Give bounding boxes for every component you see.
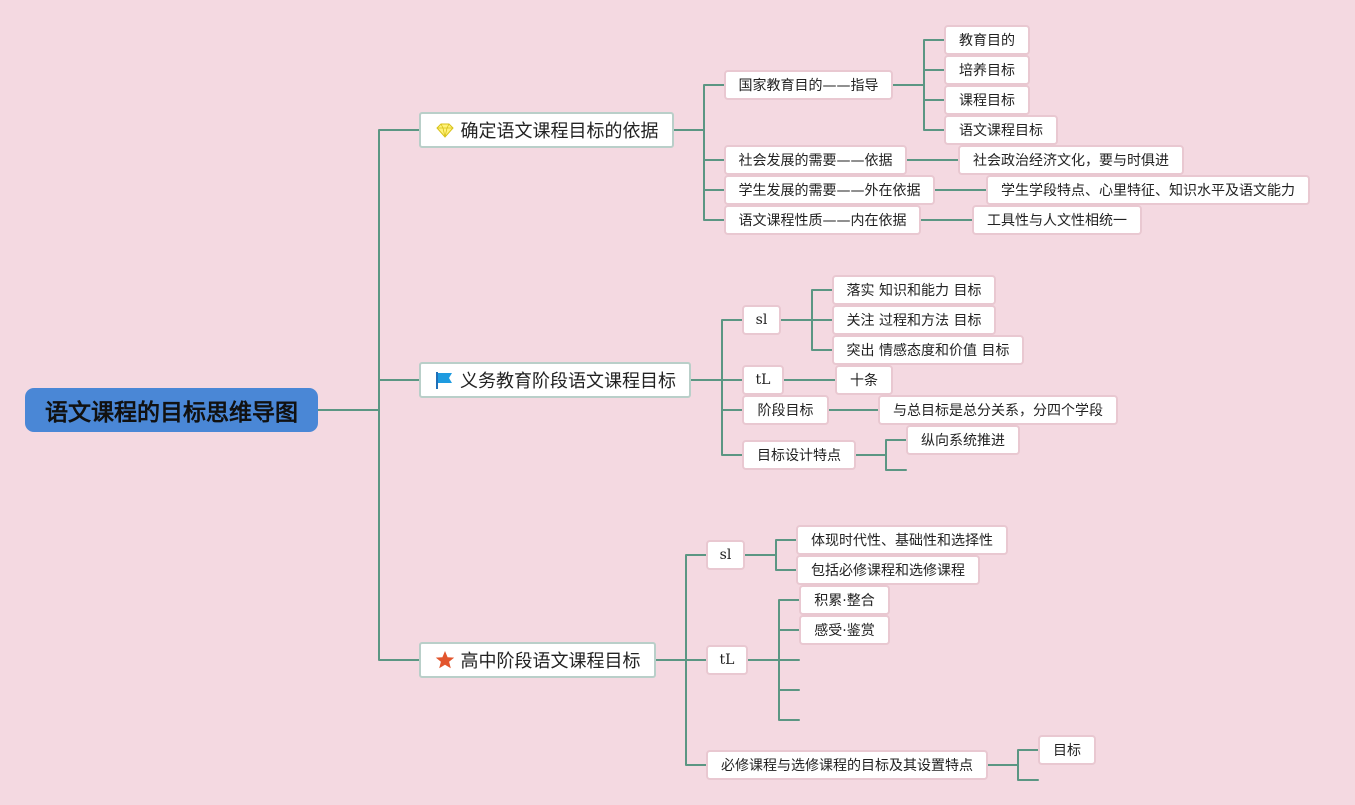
node-course-goal[interactable]: 课程目标 [944,85,1030,115]
star-icon [435,650,455,670]
node-ten-items[interactable]: 十条 [835,365,893,395]
node-senior-sl[interactable]: sl [706,540,745,570]
node-stage-goal[interactable]: 阶段目标 [742,395,829,425]
node-vertical-progress[interactable]: 纵向系统推进 [906,425,1020,455]
branch-basis[interactable]: 确定语文课程目标的依据 [419,112,674,148]
node-design-features[interactable]: 目标设计特点 [742,440,856,470]
flag-icon [434,370,454,390]
branch-compulsory[interactable]: 义务教育阶段语文课程目标 [419,362,691,398]
node-accumulate-integrate[interactable]: 积累·整合 [799,585,890,615]
branch-senior-label: 高中阶段语文课程目标 [460,651,641,672]
node-feel-appreciate[interactable]: 感受·鉴赏 [799,615,890,645]
node-education-purpose[interactable]: 教育目的 [944,25,1030,55]
branch-senior[interactable]: 高中阶段语文课程目标 [419,642,656,678]
node-stage-detail[interactable]: 与总目标是总分关系，分四个学段 [878,395,1118,425]
node-chinese-course-goal[interactable]: 语文课程目标 [944,115,1058,145]
node-knowledge-ability[interactable]: 落实 知识和能力 目标 [832,275,996,305]
node-required-elective-goals[interactable]: 必修课程与选修课程的目标及其设置特点 [706,750,988,780]
root-node[interactable]: 语文课程的目标思维导图 [25,388,318,432]
node-compulsory-sl[interactable]: sl [742,305,781,335]
node-era-basic-choice[interactable]: 体现时代性、基础性和选择性 [796,525,1008,555]
node-emotion-value[interactable]: 突出 情感态度和价值 目标 [832,335,1024,365]
node-society-detail[interactable]: 社会政治经济文化，要与时俱进 [958,145,1184,175]
diamond-icon [435,120,455,140]
branch-compulsory-label: 义务教育阶段语文课程目标 [460,371,676,392]
node-student-needs[interactable]: 学生发展的需要——外在依据 [724,175,935,205]
node-process-method[interactable]: 关注 过程和方法 目标 [832,305,996,335]
node-goal[interactable]: 目标 [1038,735,1096,765]
node-society-needs[interactable]: 社会发展的需要——依据 [724,145,907,175]
node-course-nature[interactable]: 语文课程性质——内在依据 [724,205,921,235]
node-compulsory-tl[interactable]: tL [742,365,784,395]
node-required-elective[interactable]: 包括必修课程和选修课程 [796,555,980,585]
node-nature-detail[interactable]: 工具性与人文性相统一 [972,205,1142,235]
node-student-detail[interactable]: 学生学段特点、心里特征、知识水平及语文能力 [986,175,1310,205]
branch-basis-label: 确定语文课程目标的依据 [460,121,659,142]
node-senior-tl[interactable]: tL [706,645,748,675]
node-national-purpose[interactable]: 国家教育目的——指导 [724,70,893,100]
node-training-goal[interactable]: 培养目标 [944,55,1030,85]
